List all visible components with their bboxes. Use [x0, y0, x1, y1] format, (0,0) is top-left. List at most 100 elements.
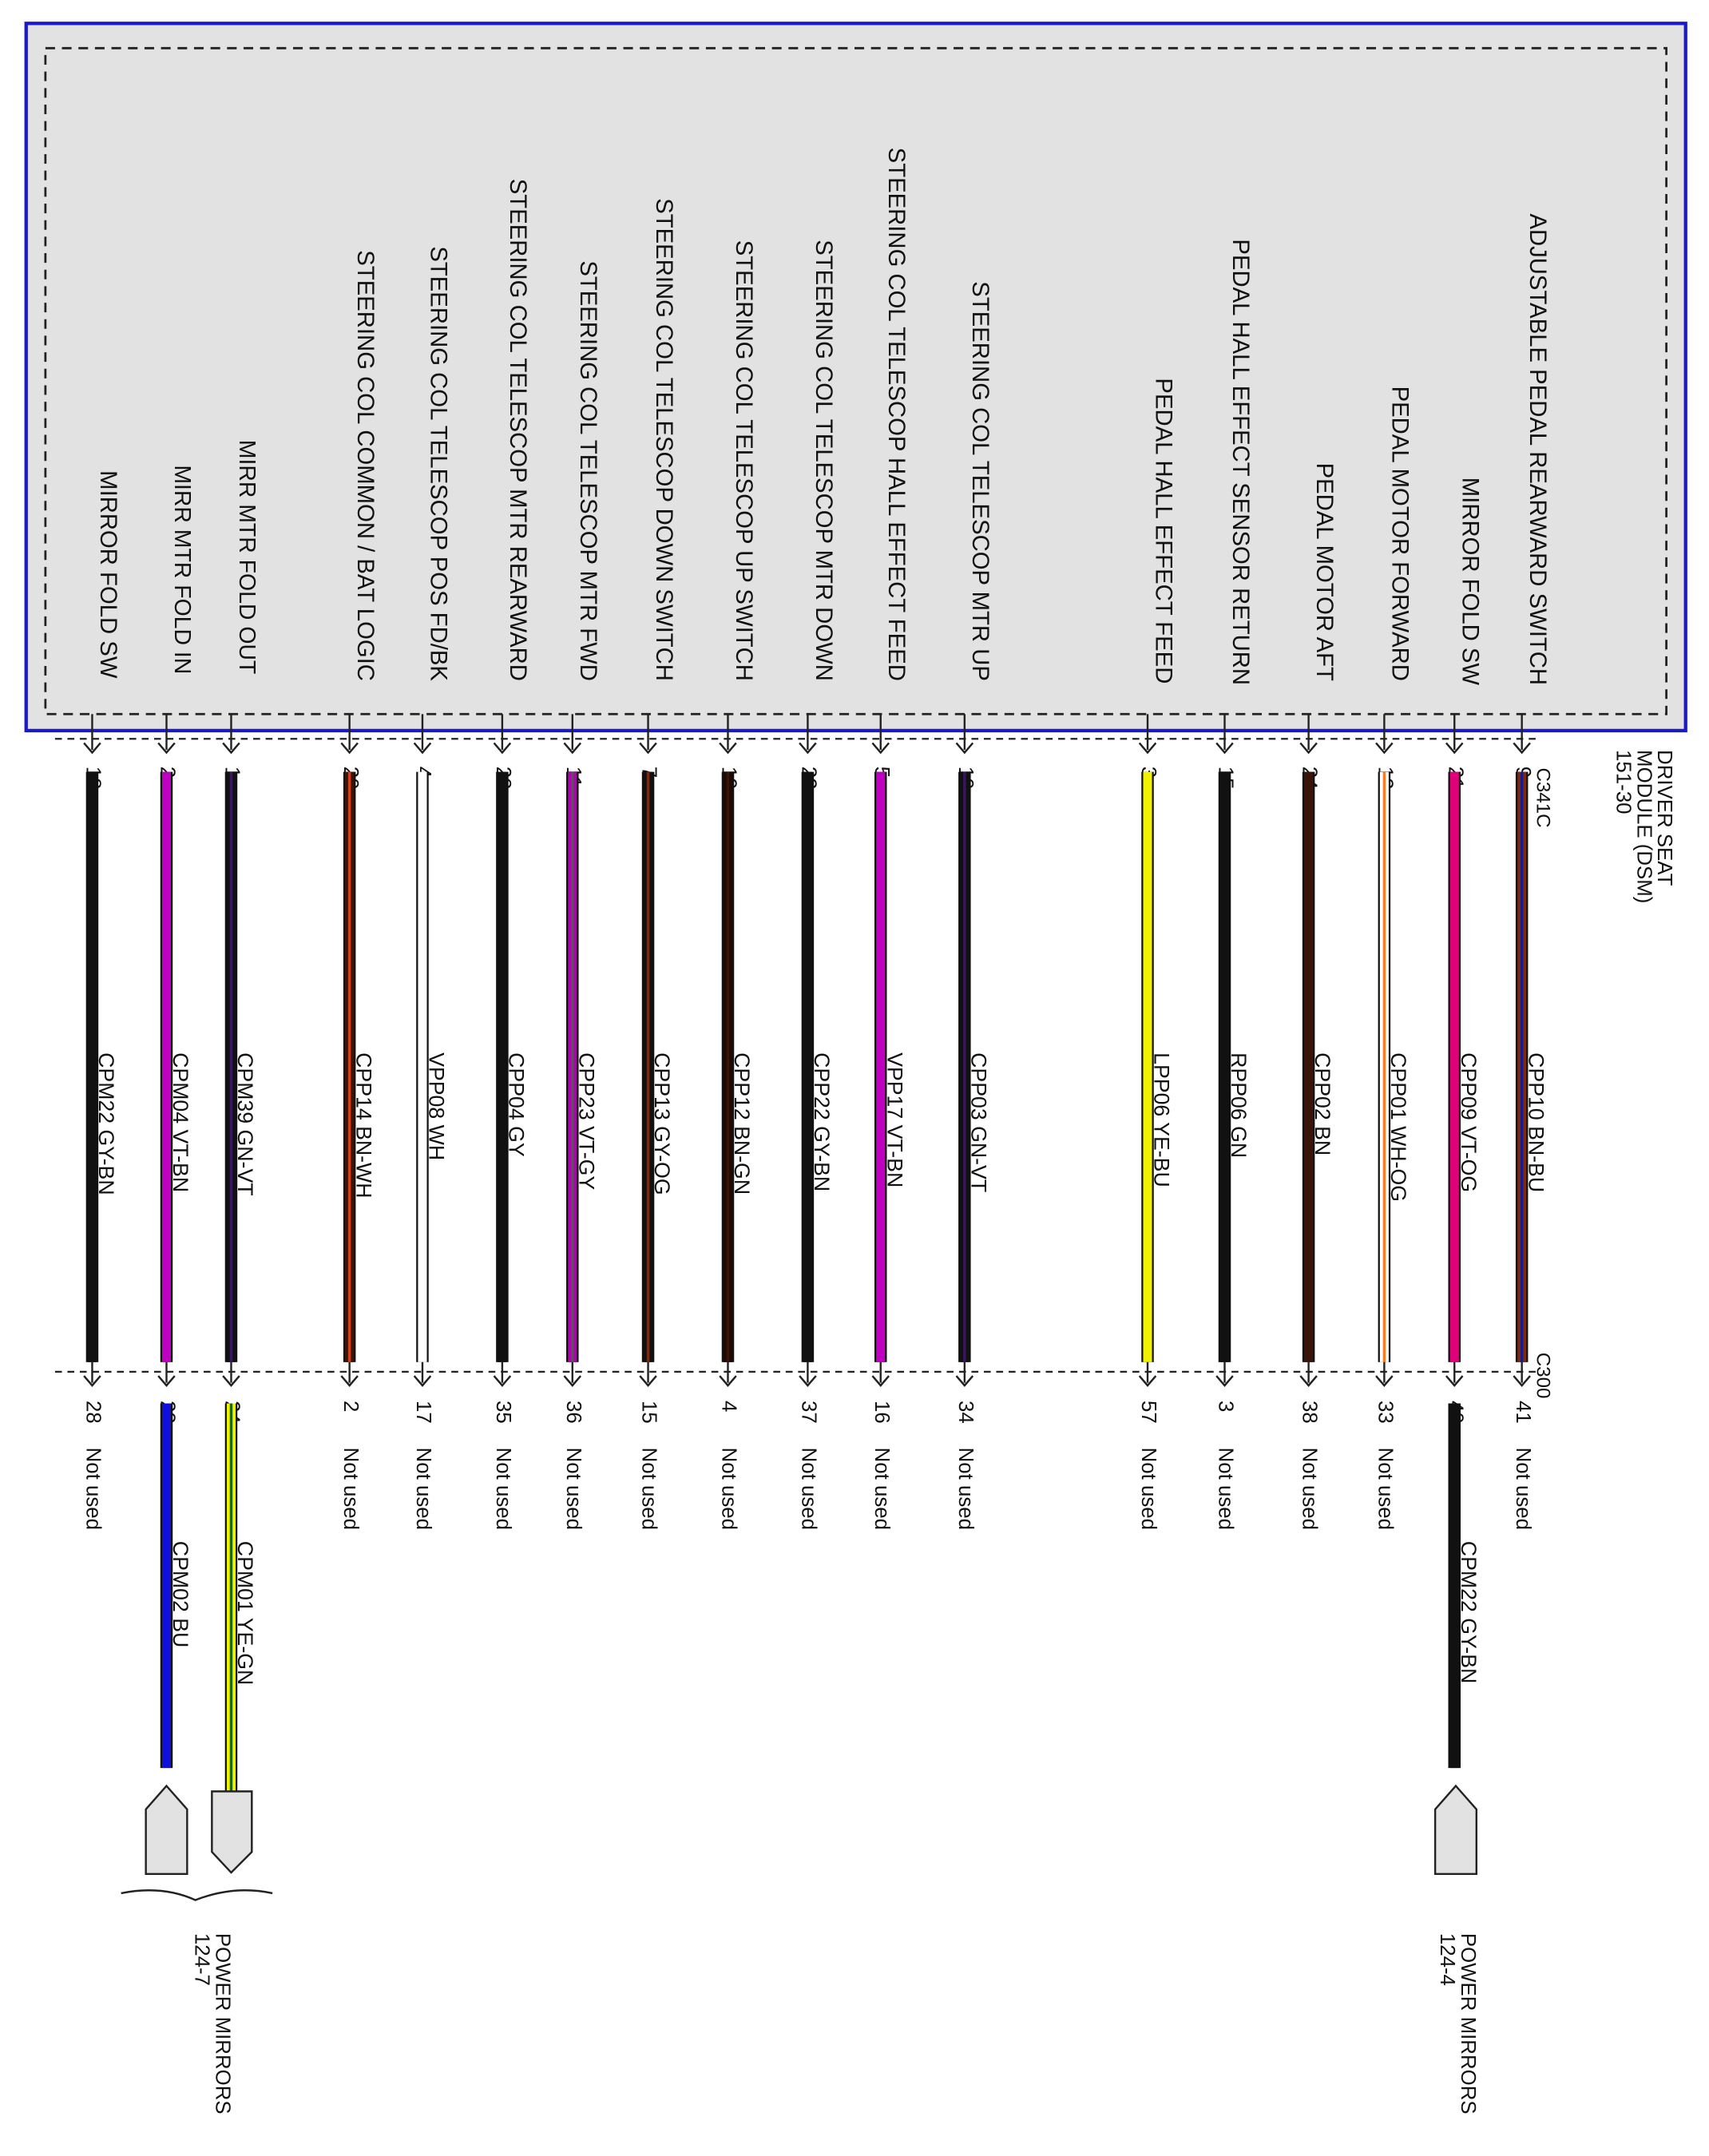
wire-code-label: CPM04 VT-BN — [169, 1052, 192, 1192]
far-end-label: Not used — [82, 1448, 105, 1530]
far-end-label: Not used — [638, 1448, 660, 1530]
circuit-c-steering-col-telescop-pos-fd-bk: STEERING COL TELESCOP POS FD/BK4VPP08 WH… — [412, 246, 451, 1530]
wire-base-color — [498, 771, 507, 1362]
circuit-c-steering-col-telescop-mtr-up: STEERING COL TELESCOP MTR UP10CPP03 GN-V… — [954, 281, 993, 1530]
extension-code-label: CPM02 BU — [169, 1541, 192, 1647]
wire-base-color — [418, 771, 427, 1362]
connector-arrow-top — [83, 742, 101, 755]
connector-arrow-top — [1375, 742, 1394, 755]
connector-arrow-bottom — [1215, 1375, 1234, 1387]
circuit-c-steering-col-telescop-mtr-fwd: STEERING COL TELESCOP MTR FWD11CPP23 VT-… — [562, 260, 601, 1530]
wire-base-color — [1143, 771, 1152, 1362]
wire-stripe-color — [963, 771, 966, 1362]
wire-code-label: CPM22 GY-BN — [94, 1052, 118, 1195]
connector-arrow-top — [157, 742, 176, 755]
connector-arrow-bottom — [83, 1375, 101, 1387]
connector-arrow-bottom — [1138, 1375, 1157, 1387]
far-end-label: Not used — [1215, 1448, 1237, 1530]
wire-body — [801, 771, 815, 1362]
extension-ext-fold-out: CPM01 YE-GN — [224, 1403, 257, 1792]
connector-arrow-top — [719, 742, 737, 755]
connector-arrow-bottom — [493, 1375, 512, 1387]
wire-code-label: VPP17 VT-BN — [882, 1052, 906, 1187]
destination-label-line-1: POWER MIRRORS — [212, 1933, 234, 2114]
wire-base-color — [1449, 771, 1459, 1362]
wire-stripe-color — [571, 771, 574, 1362]
connector-arrow-bottom — [157, 1375, 176, 1387]
wire-body — [343, 771, 356, 1362]
circuit-function-label: MIRR MTR FOLD OUT — [234, 440, 260, 675]
pin-bottom-label: 36 — [562, 1401, 585, 1424]
wire-body — [566, 771, 579, 1362]
pin-bottom-label: 38 — [1299, 1401, 1321, 1424]
wire-code-label: RPP06 GN — [1227, 1052, 1251, 1158]
wire-body — [721, 771, 735, 1362]
extension-wire-body — [1448, 1403, 1461, 1769]
destination-label-line-1: POWER MIRRORS — [1457, 1933, 1479, 2114]
wire-body — [1141, 771, 1154, 1362]
circuit-function-label: STEERING COL COMMON / BAT LOGIC — [352, 250, 379, 681]
connector-arrow-bottom — [340, 1375, 359, 1387]
wire-code-label: CPP13 GY-OG — [650, 1052, 674, 1195]
connector-arrow-top — [1299, 742, 1318, 755]
circuit-c-adjustable-pedal-rearward-switch: ADJUSTABLE PEDAL REARWARD SWITCH9CPP10 B… — [1512, 213, 1551, 1530]
wire-base-color — [1304, 771, 1314, 1362]
wire-body — [958, 771, 971, 1362]
circuit-c-mirr-mtr-fold-out: MIRR MTR FOLD OUT1CPM39 GN-VT24 — [221, 440, 260, 1424]
connector-arrow-bottom — [1375, 1375, 1394, 1387]
connector-arrow-bottom — [955, 1375, 974, 1387]
circuit-c-pedal-hall-effect-sensor-return: PEDAL HALL EFFECT SENSOR RETURN15RPP06 G… — [1215, 239, 1254, 1530]
connector-shape-power-mirrors-124-7-fold-in — [145, 1784, 188, 1875]
wire-base-color — [876, 771, 886, 1362]
connector-c341c-label: C341C — [1533, 767, 1554, 827]
connector-arrow-bottom — [719, 1375, 737, 1387]
wire-code-label: VPP08 WH — [425, 1052, 449, 1160]
circuit-function-label: MIRR MTR FOLD IN — [169, 465, 195, 674]
wire-code-label: CPP12 BN-GN — [730, 1052, 754, 1195]
circuit-function-label: STEERING COL TELESCOP DOWN SWITCH — [651, 198, 677, 681]
connector-arrow-top — [493, 742, 512, 755]
destination-power-mirrors-124-7: POWER MIRRORS 124-7 — [191, 1933, 234, 2114]
pin-bottom-label: 33 — [1374, 1401, 1396, 1424]
wire-body — [641, 771, 655, 1362]
connector-arrow-top — [413, 742, 432, 755]
circuit-function-label: STEERING COL TELESCOP MTR FWD — [575, 260, 601, 681]
circuit-function-label: PEDAL MOTOR AFT — [1311, 463, 1338, 681]
circuit-c-steering-col-telescop-down-switch: STEERING COL TELESCOP DOWN SWITCH7CPP13 … — [638, 198, 677, 1530]
wire-code-label: CPP14 BN-WH — [351, 1052, 375, 1198]
circuit-function-label: MIRROR FOLD SW — [95, 470, 121, 679]
wire-body — [496, 771, 509, 1362]
circuits-layer: ADJUSTABLE PEDAL REARWARD SWITCH9CPP10 B… — [82, 148, 1551, 1530]
connector-arrow-top — [340, 742, 359, 755]
wire-body — [416, 771, 429, 1362]
circuit-c-steering-col-telescop-hall-effect-feed: STEERING COL TELESCOP HALL EFFECT FEED5V… — [870, 148, 910, 1530]
far-end-label: Not used — [1137, 1448, 1160, 1530]
module-box — [24, 22, 1687, 733]
connector-arrow-top — [1215, 742, 1234, 755]
circuit-c-pedal-hall-effect-feed: PEDAL HALL EFFECT FEED3LPP06 YE-BU57Not … — [1137, 378, 1176, 1530]
pin-bottom-label: 15 — [638, 1401, 660, 1424]
circuit-c-steering-col-telescop-up-switch: STEERING COL TELESCOP UP SWITCH19CPP12 B… — [718, 240, 757, 1530]
circuit-c-mirr-mtr-fold-in: MIRR MTR FOLD IN2CPM04 VT-BN23 — [157, 465, 195, 1423]
pin-bottom-label: 37 — [798, 1401, 820, 1424]
far-end-label: Not used — [870, 1448, 893, 1530]
far-end-label: Not used — [1512, 1448, 1534, 1530]
connector-shape-power-mirrors-124-4 — [1433, 1784, 1478, 1875]
far-end-label: Not used — [798, 1448, 820, 1530]
wire-base-color — [161, 771, 172, 1362]
circuit-c-steering-col-telescop-mtr-down: STEERING COL TELESCOP MTR DOWN22CPP22 GY… — [798, 240, 837, 1530]
wire-body — [874, 771, 887, 1362]
pin-bottom-label: 17 — [412, 1401, 434, 1424]
connector-arrow-top — [1138, 742, 1157, 755]
circuit-c-steering-col-telescop-mtr-rearward: STEERING COL TELESCOP MTR REARWARD23CPP0… — [492, 179, 531, 1530]
wire-base-color — [1219, 771, 1230, 1362]
wire-base-color — [803, 771, 812, 1362]
module-name-line-2: MODULE (DSM) — [1632, 750, 1655, 903]
wire-body — [224, 771, 238, 1362]
connector-arrow-bottom — [1445, 1375, 1464, 1387]
extension-ext-right: CPM22 GY-BN — [1448, 1403, 1481, 1769]
connector-arrow-top — [222, 742, 240, 755]
